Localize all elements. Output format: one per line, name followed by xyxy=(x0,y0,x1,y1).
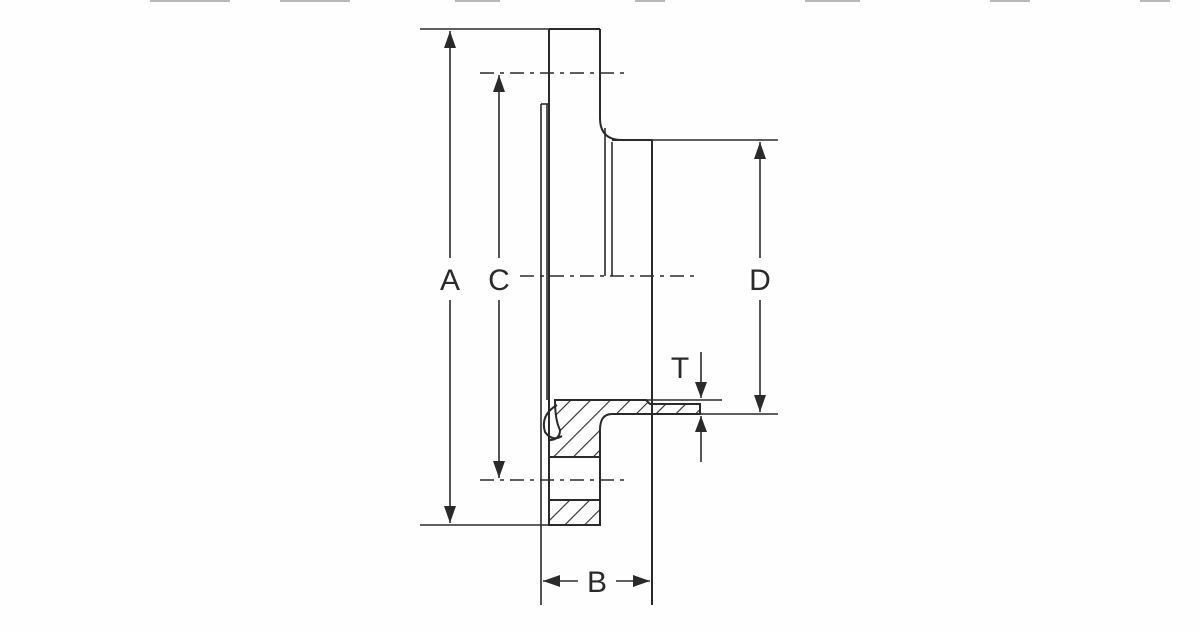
dimension-c: C xyxy=(488,75,510,478)
arrow-down-icon xyxy=(695,382,707,398)
center-lines xyxy=(480,72,700,481)
arrow-right-icon xyxy=(633,575,650,587)
arrow-up-icon xyxy=(754,142,766,159)
dimension-d: D xyxy=(749,142,771,412)
label-a: A xyxy=(440,264,460,297)
arrow-down-icon xyxy=(754,395,766,412)
dimension-t: T xyxy=(671,352,707,462)
arrow-left-icon xyxy=(543,575,560,587)
label-b: B xyxy=(587,566,607,599)
dimension-a: A xyxy=(440,31,460,523)
arrow-up-icon xyxy=(493,75,505,92)
arrow-down-icon xyxy=(493,461,505,478)
label-d: D xyxy=(749,264,771,297)
label-c: C xyxy=(488,264,510,297)
extension-lines xyxy=(420,28,778,526)
arrow-up-icon xyxy=(444,31,456,48)
label-t: T xyxy=(671,352,689,385)
arrow-up-icon xyxy=(695,416,707,432)
hatched-section xyxy=(542,399,701,526)
dimension-b: B xyxy=(543,566,650,599)
arrow-down-icon xyxy=(444,506,456,523)
